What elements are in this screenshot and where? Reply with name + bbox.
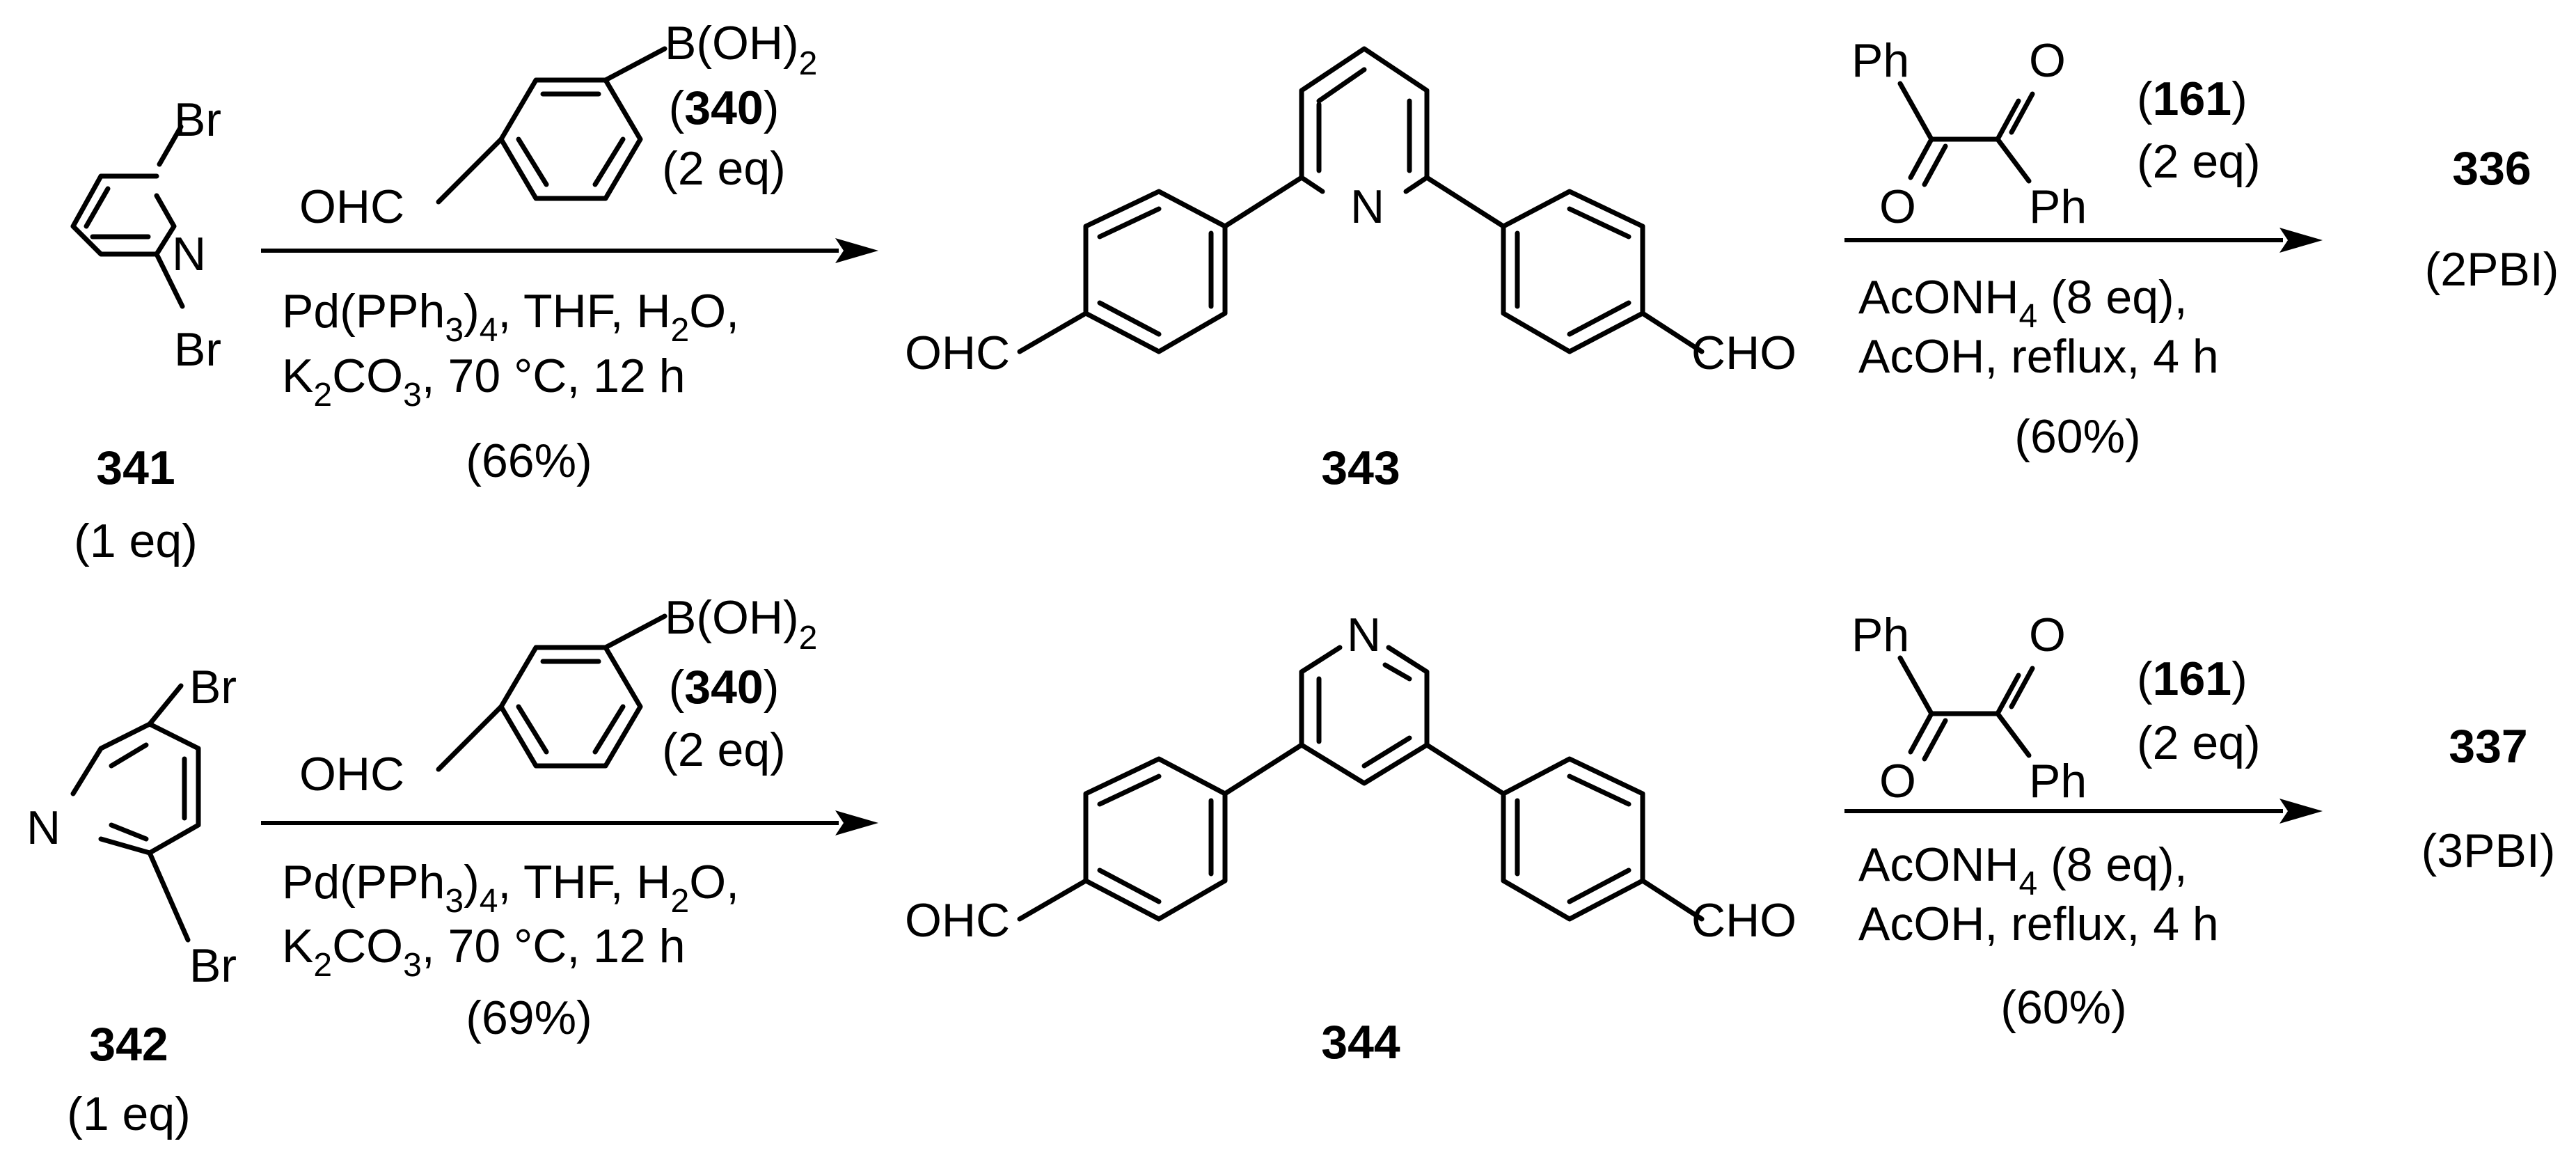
bromine-atom-label: Br bbox=[189, 939, 237, 992]
dibromopyridine-341-structure: Br N Br bbox=[70, 93, 221, 376]
equivalents-label: (2 eq) bbox=[2137, 135, 2261, 188]
arrow-head bbox=[835, 810, 878, 835]
suzuki-conditions-line1: Pd(PPh3)4, THF, H2O, bbox=[282, 856, 739, 920]
boronic-acid-label: B(OH)2 bbox=[665, 591, 817, 657]
boronic-acid-340-structure: B(OH)2 OHC bbox=[299, 591, 817, 801]
phenyl-label: Ph bbox=[2029, 755, 2087, 808]
nitrogen-atom-label: N bbox=[172, 228, 206, 281]
phenyl-label: Ph bbox=[1851, 609, 1909, 661]
aldehyde-label: CHO bbox=[1691, 327, 1796, 379]
compound-number-337: 337 bbox=[2449, 720, 2527, 773]
oxygen-atom-label: O bbox=[1879, 755, 1916, 808]
yield-label: (60%) bbox=[2000, 981, 2126, 1034]
equivalents-label: (2 eq) bbox=[2137, 716, 2261, 769]
boronic-acid-340-structure: B(OH)2 OHC bbox=[299, 17, 817, 233]
arrow-head bbox=[2279, 228, 2323, 253]
equivalents-label: (1 eq) bbox=[67, 1088, 191, 1140]
reagent-340-label: (340) bbox=[669, 661, 780, 714]
yield-label: (60%) bbox=[2014, 410, 2140, 463]
product-name-2pbi: (2PBI) bbox=[2425, 243, 2559, 296]
imidazole-conditions-line1: AcONH4 (8 eq), bbox=[1858, 271, 2188, 335]
reagent-161-label: (161) bbox=[2137, 72, 2247, 125]
dialdehyde-344-structure: N OHC CHO bbox=[905, 609, 1796, 947]
equivalents-label: (2 eq) bbox=[662, 723, 786, 776]
benzil-161-structure: Ph O O Ph bbox=[1851, 34, 2087, 233]
compound-number-336: 336 bbox=[2452, 142, 2531, 195]
suzuki-conditions-line2: K2CO3, 70 °C, 12 h bbox=[282, 920, 686, 984]
phenyl-label: Ph bbox=[2029, 180, 2087, 233]
oxygen-atom-label: O bbox=[2029, 34, 2066, 87]
aldehyde-label: OHC bbox=[299, 748, 404, 801]
compound-number-341: 341 bbox=[96, 441, 175, 494]
nitrogen-atom-label: N bbox=[1350, 180, 1384, 233]
equivalents-label: (1 eq) bbox=[74, 515, 198, 567]
suzuki-conditions-line1: Pd(PPh3)4, THF, H2O, bbox=[282, 285, 739, 349]
oxygen-atom-label: O bbox=[2029, 609, 2066, 661]
suzuki-conditions-line2: K2CO3, 70 °C, 12 h bbox=[282, 350, 686, 414]
aldehyde-label: OHC bbox=[299, 180, 404, 233]
nitrogen-atom-label: N bbox=[26, 801, 61, 854]
imidazole-conditions-line2: AcOH, reflux, 4 h bbox=[1858, 897, 2219, 950]
imidazole-conditions-line2: AcOH, reflux, 4 h bbox=[1858, 330, 2219, 383]
boronic-acid-label: B(OH)2 bbox=[665, 17, 817, 82]
compound-number-342: 342 bbox=[89, 1018, 168, 1071]
yield-label: (66%) bbox=[466, 434, 592, 487]
reagent-340-label: (340) bbox=[669, 81, 780, 134]
equivalents-label: (2 eq) bbox=[662, 142, 786, 195]
benzil-161-structure: Ph O O Ph bbox=[1851, 609, 2087, 808]
compound-number-344: 344 bbox=[1321, 1016, 1400, 1069]
yield-label: (69%) bbox=[466, 991, 592, 1044]
aldehyde-label: OHC bbox=[905, 327, 1010, 379]
bromine-atom-label: Br bbox=[174, 93, 221, 146]
phenyl-label: Ph bbox=[1851, 34, 1909, 87]
aldehyde-label: OHC bbox=[905, 894, 1010, 947]
dialdehyde-343-structure: N OHC CHO bbox=[905, 46, 1796, 379]
bromine-atom-label: Br bbox=[189, 661, 237, 714]
oxygen-atom-label: O bbox=[1879, 180, 1916, 233]
imidazole-conditions-line1: AcONH4 (8 eq), bbox=[1858, 838, 2188, 902]
dibromopyridine-342-structure: N Br Br bbox=[26, 661, 237, 992]
compound-number-343: 343 bbox=[1321, 441, 1400, 494]
arrow-head bbox=[835, 238, 878, 263]
aldehyde-label: CHO bbox=[1691, 894, 1796, 947]
reagent-161-label: (161) bbox=[2137, 652, 2247, 705]
product-name-3pbi: (3PBI) bbox=[2421, 824, 2556, 877]
bromine-atom-label: Br bbox=[174, 323, 221, 376]
arrow-head bbox=[2279, 799, 2323, 824]
nitrogen-atom-label: N bbox=[1347, 609, 1381, 661]
